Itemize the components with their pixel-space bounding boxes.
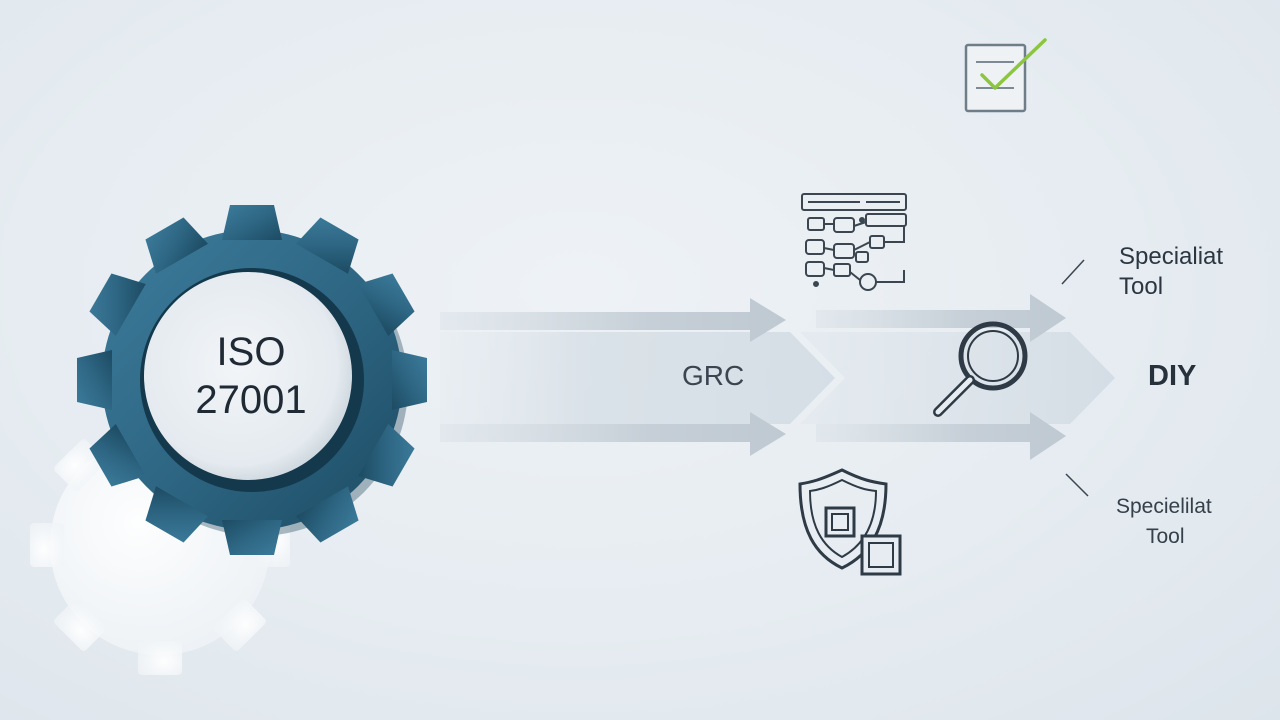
shield-icon bbox=[798, 468, 902, 576]
gear-label-line1: ISO bbox=[216, 330, 286, 374]
callout-lower-line2: Tool bbox=[1146, 525, 1185, 548]
magnifier-icon bbox=[933, 321, 1028, 417]
callout-line-lower bbox=[1065, 473, 1089, 497]
main-gear bbox=[77, 205, 427, 555]
dashboard-icon bbox=[801, 193, 907, 291]
callout-lower: Specielilat Tool bbox=[1116, 492, 1212, 552]
callout-upper: Specialiat Tool bbox=[1119, 242, 1223, 302]
flow-band-2 bbox=[800, 332, 1115, 424]
callout-upper-line2: Tool bbox=[1119, 273, 1164, 300]
diy-label: DIY bbox=[1148, 360, 1197, 392]
checklist-icon bbox=[964, 38, 1047, 113]
grc-label: GRC bbox=[682, 360, 745, 391]
gear-label: ISO 27001 bbox=[176, 328, 326, 424]
thin-arrow-lower-2 bbox=[816, 412, 1066, 460]
thin-arrow-upper-1 bbox=[440, 298, 786, 342]
callout-upper-line1: Specialiat bbox=[1119, 243, 1224, 270]
thin-arrow-upper-2 bbox=[816, 294, 1066, 342]
thin-arrow-lower-1 bbox=[440, 412, 786, 456]
flow-band-1 bbox=[440, 332, 835, 424]
gear-label-line2: 27001 bbox=[195, 378, 307, 422]
callout-line-upper bbox=[1061, 259, 1085, 285]
callout-lower-line1: Specielilat bbox=[1116, 495, 1212, 518]
